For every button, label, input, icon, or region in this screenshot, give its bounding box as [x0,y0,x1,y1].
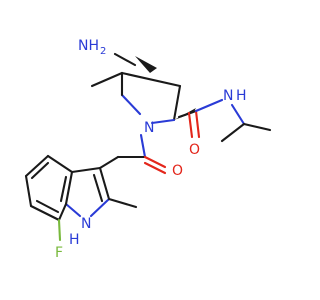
bond-c6-c7-inner [35,199,60,214]
bond-c2-methyl [107,197,138,209]
bond-camide-o-2 [187,111,194,139]
bond-c3a-c4 [46,154,74,174]
bond-ipr-me1 [220,122,246,143]
bond-cacyl-o-1 [143,155,167,169]
bond-c3a-c7a [64,170,74,206]
amide-n-label: N [223,88,233,104]
isopropyl-group [220,122,272,143]
bond-c4-c5 [24,154,50,178]
bond-cacyl-o-2 [143,161,167,175]
indole-n-label: N [81,216,91,232]
bond-c5-n1 [150,118,176,125]
bond-c5-camide [177,109,198,119]
amine-nh-text: NH [78,38,99,54]
bond-c5-c6 [24,174,33,208]
bond-c1-c5 [172,84,182,122]
bond-c7-f [57,218,62,242]
bond-c3a-c7a-inner [59,175,68,203]
indole-pyrrole-ring: N H [64,166,138,248]
bond-c3-c2-indole-inner [92,173,104,203]
ring-n-label: N [144,120,154,136]
acyl-linker: O [98,133,183,179]
bond-n1-c7a [64,202,82,218]
structure-svg: NH 2 N O N H O N H [24,38,272,261]
bond-c6-c7 [29,204,61,222]
amine-wedge-bond [135,56,157,73]
amine-label: NH 2 [78,38,106,57]
bond-c7-c7a [57,202,68,222]
bond-amine-ring [113,52,137,67]
amine-subscript: 2 [100,46,106,57]
bond-n1-c4 [120,93,142,116]
bond-c2-n1-indole [89,197,111,218]
amide-h-label: H [236,88,247,104]
molecule-diagram: NH 2 N O N H O N H [24,38,272,261]
bond-c3-c3a [70,166,102,174]
bond-ch2-c3indole [98,155,120,170]
carboxamide-group: O N H [174,88,247,158]
bond-camide-o-1 [194,109,201,139]
fluorine-label: F [55,245,63,261]
indole-benzene-ring: F [24,154,74,261]
amide-o-label: O [189,142,200,158]
bond-c2-c1 [120,71,182,88]
indole-h-label: H [69,232,80,248]
pyrrolidine-ring [90,71,182,125]
bond-nh-ipr [230,103,246,126]
ketone-o-label: O [172,163,183,179]
bond-c3-c2 [90,71,124,88]
bond-ipr-me2 [242,122,272,132]
bond-c3-c2-indole [98,166,111,201]
bond-n1-cacyl [139,133,147,159]
bond-c4-c5-inner [30,161,50,180]
bond-camide-nh [194,98,224,113]
